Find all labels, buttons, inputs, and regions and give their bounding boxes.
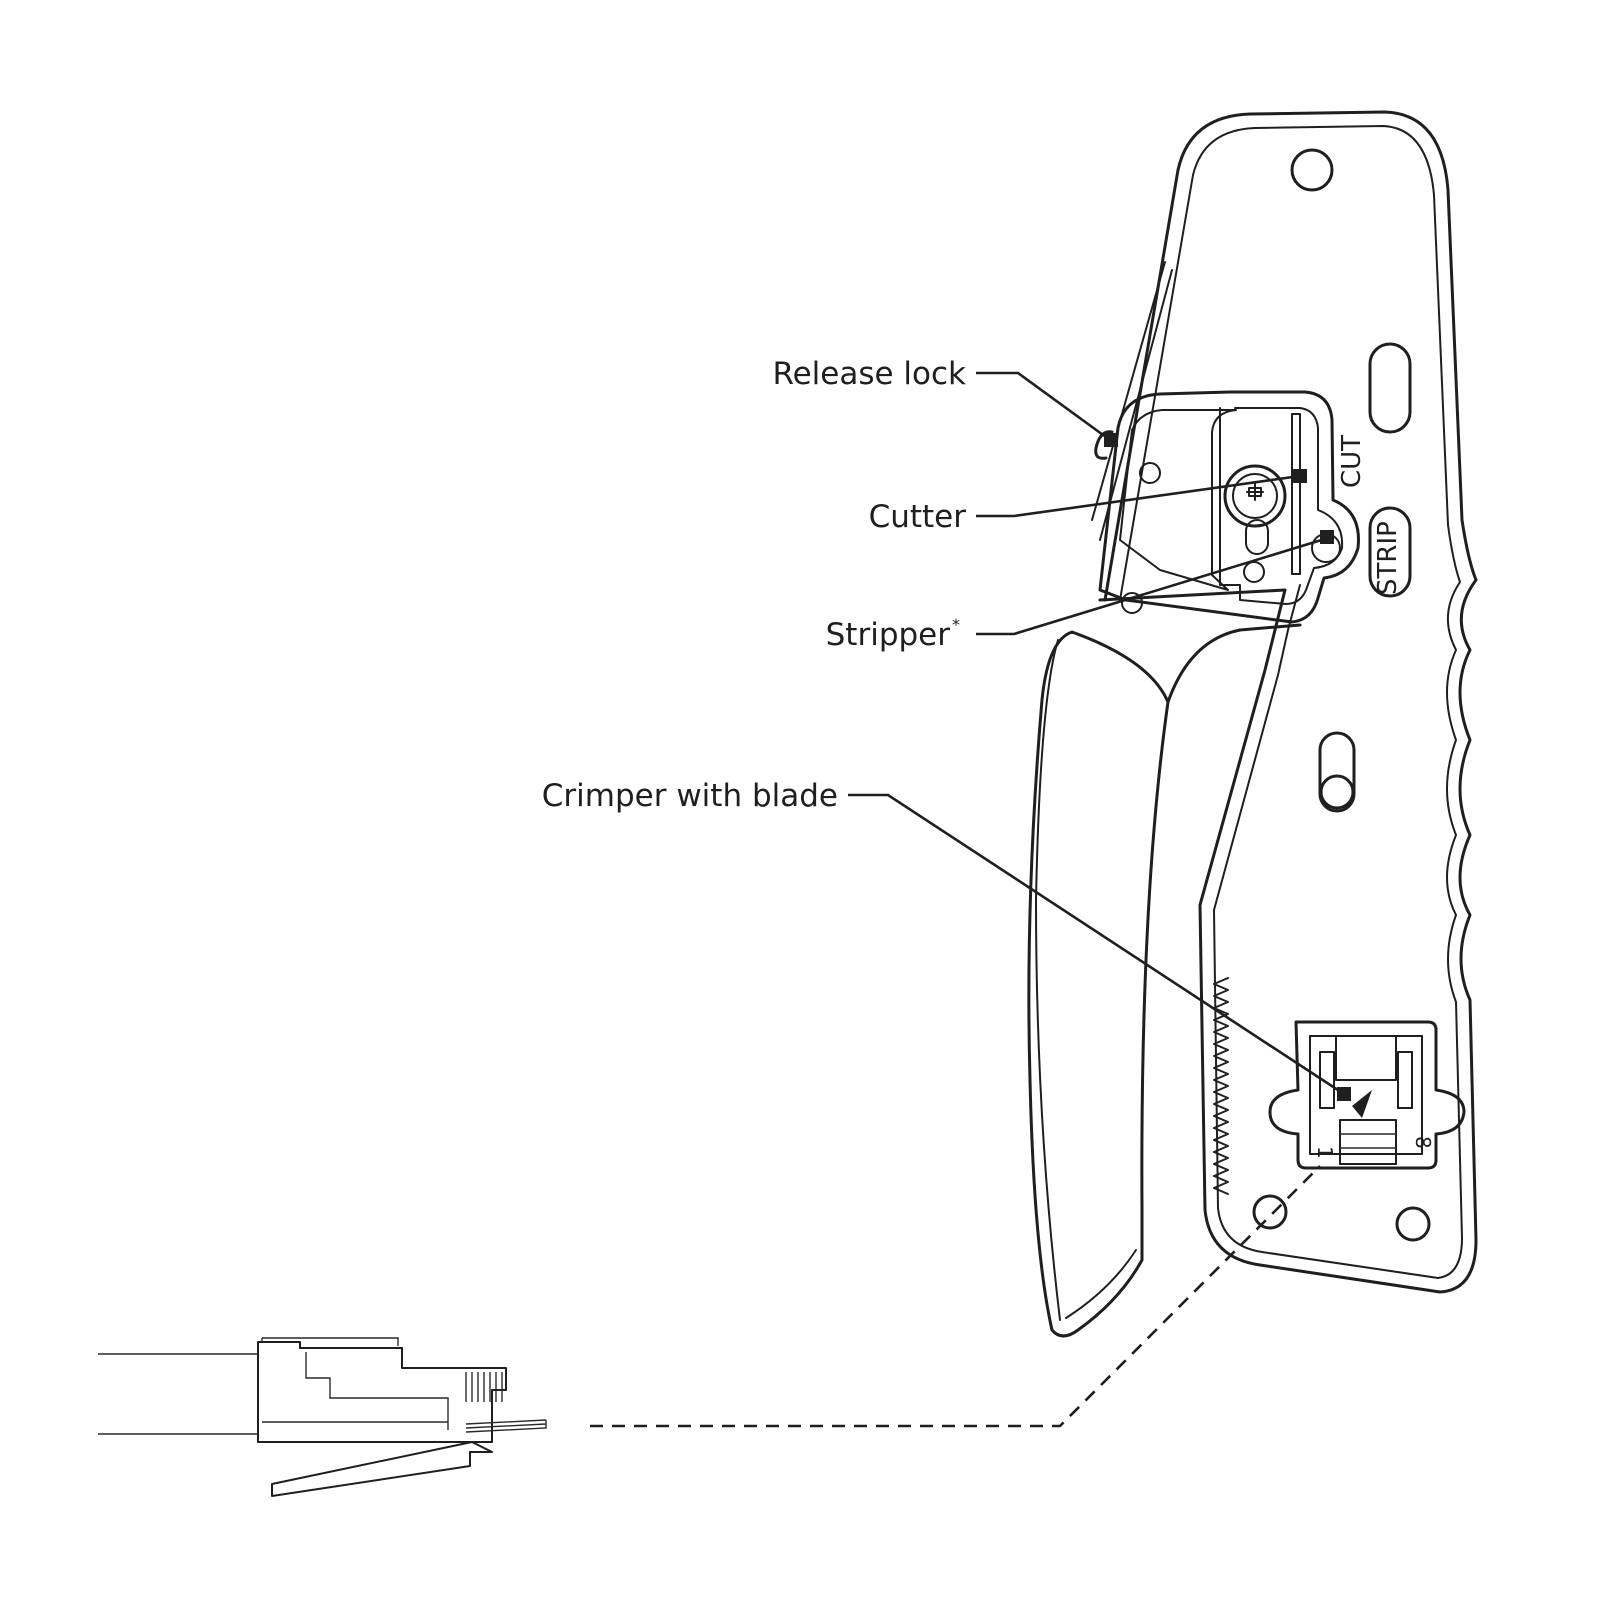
release-lock-leader [976,371,1111,442]
small-rivet-hole [1139,462,1161,484]
crimper-lower-die [1339,1119,1397,1165]
cutter-inner-frame [1119,409,1237,591]
cutter-screw-head [1223,464,1287,528]
cutter-screw-ring [1232,473,1278,519]
crimper-upper-die [1335,1035,1397,1081]
lower-left-hole [1252,1194,1288,1230]
strip-mark: STRIP [1373,521,1403,595]
handle-inner-edge [1035,639,1061,1321]
crimper-left-guide [1319,1051,1335,1109]
connector-latch [271,1441,493,1497]
pivot-slot [1318,731,1356,813]
tool-body-inner-outline [1192,125,1463,1279]
tool-front-inner-edge [1119,174,1194,601]
crimper-label: Crimper with blade [542,778,838,814]
stripper-leader [976,536,1329,636]
tool-body [1091,110,1478,1294]
handle-tip-edge [1065,1249,1137,1319]
pin-one-mark: 1 [1313,1146,1337,1159]
pin-eight-mark: 8 [1411,1136,1435,1149]
insertion-guide-line [590,1165,1321,1428]
cutter-leader [976,474,1301,518]
release-lock-marker [1104,433,1118,447]
cutter-window-inner [1219,407,1344,605]
stripper-label: Stripper [826,617,951,653]
cut-mark: CUT [1337,435,1367,488]
ratchet-teeth [1213,977,1229,1195]
cable-body [98,1353,258,1435]
upper-slot [1368,342,1412,434]
screw-small-hole [1243,561,1265,583]
cutter-label: Cutter [869,499,967,535]
cutter-blade [1291,413,1301,575]
tool-body-outline [1098,110,1478,1294]
crimper-module: 1 8 [1268,1020,1466,1170]
moving-handle [1027,623,1302,1338]
crimper-outline [1268,1020,1466,1170]
connector-top-step [261,1337,399,1346]
release-lock-label: Release lock [772,356,966,392]
stripper-marker [1320,530,1334,544]
screw-cross-icon [1246,483,1264,501]
crimper-right-guide [1397,1051,1413,1109]
cutter-window-outline [1098,390,1360,624]
connector-body [257,1341,507,1443]
connector-side-lines [262,1352,449,1430]
screw-adjust-slot [1245,519,1269,555]
handle-jaw [1166,623,1302,704]
rj45-connector [98,1337,547,1497]
lower-right-hole [1395,1206,1431,1242]
stripper-footnote-mark: * [952,615,960,634]
crimper-arrow-icon [1352,1090,1372,1118]
crimper-marker [1337,1087,1351,1101]
connector-contacts [465,1372,503,1402]
cutter-marker [1293,469,1307,483]
release-lock [1094,430,1114,460]
cutter-stripper-window: CUT STRIP [1098,390,1403,624]
crimper-die-lines [1340,1133,1396,1149]
pivot-pin [1319,774,1355,810]
handle-outer [1027,630,1170,1338]
connector-wires [465,1419,547,1433]
leaders [848,371,1372,1118]
crimper-leader [848,793,1345,1096]
top-mount-hole [1290,148,1334,192]
middle-slot [1368,506,1412,598]
